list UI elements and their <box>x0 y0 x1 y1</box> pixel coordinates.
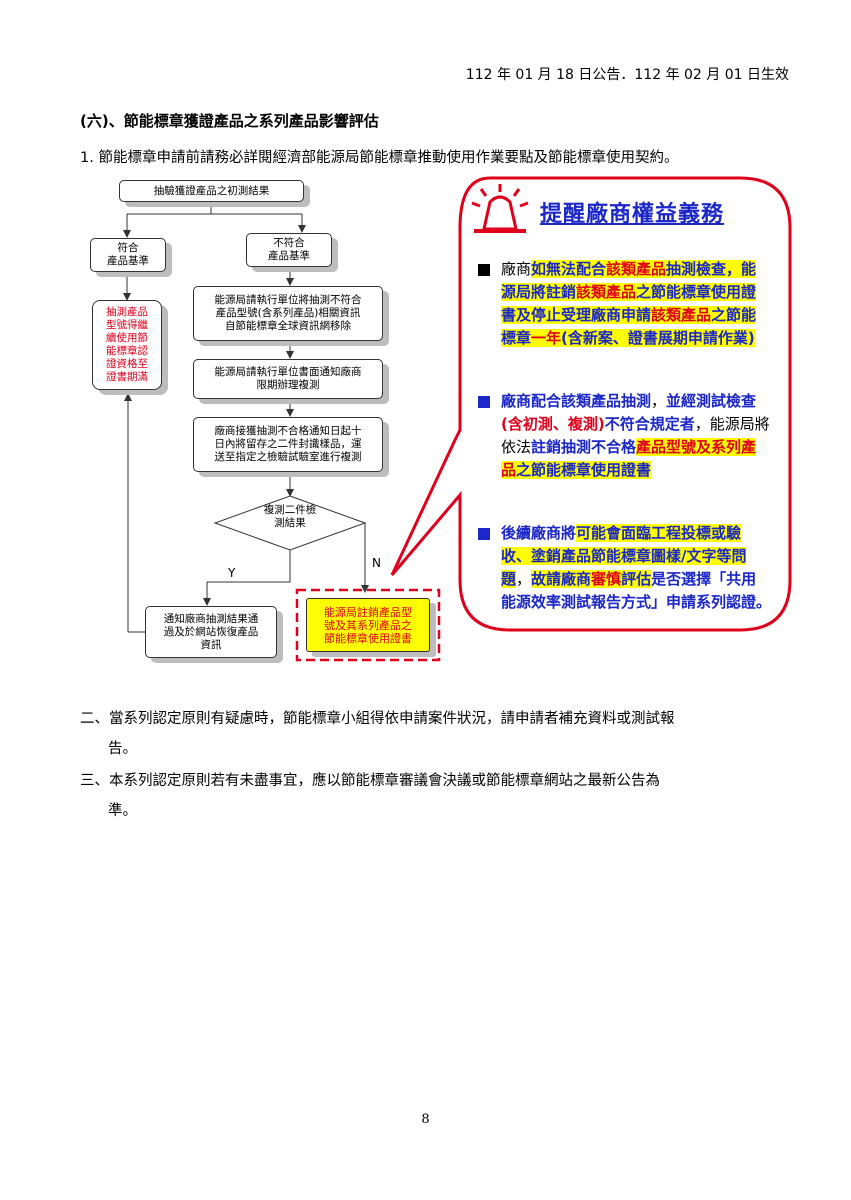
flow-decision-line-2: 測結果 <box>274 517 306 529</box>
b1-text-9: 一年 <box>531 329 562 347</box>
flow-continue-line-1: 抽測產品 <box>106 306 148 318</box>
page-number: 8 <box>421 1112 430 1127</box>
flow-continue-line-5: 證資格至 <box>106 358 148 370</box>
item-2-line-1: 二、當系列認定原則有疑慮時，節能標章小組得依申請案件狀況，請申請者補充資料或測試… <box>80 711 675 727</box>
flow-continue-line-2: 型號得繼 <box>106 319 148 331</box>
flow-start-box: 抽驗獲證產品之初測結果 <box>119 180 304 202</box>
flow-fail-box: 不符合 產品基準 <box>246 233 332 267</box>
flow-remove-line-1: 能源局請執行單位將抽測不符合 <box>214 294 362 306</box>
flow-retest-line-3: 送至指定之檢驗試驗室進行複測 <box>214 451 362 463</box>
item-3-line-2: 準。 <box>108 803 137 819</box>
flow-retest-box: 廠商接獲抽測不合格通知日起十 日內將留存之二件封識樣品，運 送至指定之檢驗試驗室… <box>193 417 383 472</box>
flow-retest-line-1: 廠商接獲抽測不合格通知日起十 <box>214 425 362 437</box>
bullet-square-icon <box>478 264 490 276</box>
flow-remove-line-3: 自節能標章全球資訊網移除 <box>225 320 351 332</box>
b3-text-1: 後續廠商將 <box>501 524 577 542</box>
flow-restore-line-2: 過及於網站恢復產品 <box>163 625 259 638</box>
section-title: (六)、節能標章獲證產品之系列產品影響評估 <box>80 112 379 130</box>
b1-text-7: 該類產品 <box>651 306 712 324</box>
flow-revoke-line-2: 號及其系列產品之 <box>324 618 412 632</box>
flow-remove-box: 能源局請執行單位將抽測不符合 產品型號(含系列產品)相關資訊 自節能標章全球資訊… <box>193 286 383 341</box>
b2-text-6: ，能源局將依法 <box>501 415 770 456</box>
flow-fail-label-2: 產品基準 <box>268 250 310 262</box>
flow-start-label: 抽驗獲證產品之初測結果 <box>153 184 270 197</box>
callout-title: 提醒廠商權益義務 <box>540 202 725 227</box>
callout-bullet-3: 後續廠商將可能會面臨工程投標或驗收、塗銷產品節能標章圖樣/文字等問題，故請廠商審… <box>501 522 771 614</box>
b3-text-4: 故請廠商 <box>531 570 592 588</box>
alarm-light-icon <box>471 184 529 233</box>
b1-text-5: 該類產品 <box>576 283 637 301</box>
flow-yes-label: Y <box>228 566 236 580</box>
revoke-highlight-frame <box>295 588 441 662</box>
b3-text-5: 審慎 <box>591 570 622 588</box>
bullet-square-icon <box>478 396 490 408</box>
flow-decision-label: 複測二件檢 測結果 <box>240 504 340 530</box>
flow-restore-line-1: 通知廠商抽測結果通 <box>163 612 259 625</box>
flow-notify-line-1: 能源局請執行單位書面通知廠商 <box>214 366 362 378</box>
decision-diamond <box>213 495 367 551</box>
flow-pass-box: 符合 產品基準 <box>90 238 166 272</box>
flow-pass-label-2: 產品基準 <box>107 255 149 267</box>
flow-pass-label-1: 符合 <box>117 242 139 254</box>
flow-continue-box: 抽測產品 型號得繼 續使用節 能標章認 證資格至 證書期滿 <box>92 300 162 390</box>
b2-text-5: 不符合規定者 <box>604 415 695 433</box>
b1-text-3: 該類產品 <box>606 260 667 278</box>
flow-continue-line-3: 續使用節 <box>106 332 148 344</box>
b1-text-10: (含新案、證書展期申請作業) <box>561 329 755 347</box>
flow-revoke-line-1: 能源局註銷產品型 <box>324 605 412 619</box>
flow-revoke-line-3: 節能標章使用證書 <box>324 631 412 645</box>
flow-restore-box: 通知廠商抽測結果通 過及於網站恢復產品 資訊 <box>145 606 277 658</box>
b3-text-3: ， <box>516 570 532 588</box>
b1-text-2: 如無法配合 <box>531 260 607 278</box>
flow-remove-line-2: 產品型號(含系列產品)相關資訊 <box>215 307 361 319</box>
item-2-line-2: 告。 <box>108 741 137 757</box>
flow-no-label: N <box>372 556 381 570</box>
b2-text-3: 並經測試檢查 <box>666 392 757 410</box>
b2-text-9: 之節能標章使用證書 <box>516 461 652 479</box>
flow-notify-line-2: 限期辦理複測 <box>256 379 320 391</box>
flow-continue-line-4: 能標章認 <box>106 345 148 357</box>
bullet-square-icon <box>478 528 490 540</box>
b2-text-4: (含初測、複測) <box>501 415 605 433</box>
flow-decision-line-1: 複測二件檢 <box>263 504 317 516</box>
flow-revoke-box: 能源局註銷產品型 號及其系列產品之 節能標章使用證書 <box>306 598 430 652</box>
b3-text-7: 是否選擇「共用能源效率測試報告方式」申請系列認證。 <box>501 570 772 611</box>
header-note: 112 年 01 月 18 日公告．112 年 02 月 01 日生效 <box>465 67 789 83</box>
callout-bullet-1: 廠商如無法配合該類產品抽測檢查，能源局將註銷該類產品之節能標章使用證書及停止受理… <box>501 258 771 350</box>
b2-text-7: 註銷抽測不合格 <box>531 438 637 456</box>
b2-text-2: ， <box>651 392 667 410</box>
flow-restore-line-3: 資訊 <box>200 638 222 651</box>
flow-retest-line-2: 日內將留存之二件封識樣品，運 <box>214 438 362 450</box>
item-1: 1. 節能標章申請前請務必詳閱經濟部能源局節能標章推動使用作業要點及節能標章使用… <box>80 150 679 166</box>
b2-text-1: 廠商配合該類產品抽測 <box>501 392 652 410</box>
flow-continue-line-6: 證書期滿 <box>106 371 148 383</box>
flow-fail-label-1: 不符合 <box>273 237 305 249</box>
b1-text-1: 廠商 <box>501 260 532 278</box>
b3-text-6: 評估 <box>621 570 652 588</box>
flow-notify-box: 能源局請執行單位書面通知廠商 限期辦理複測 <box>193 359 383 399</box>
item-3-line-1: 三、本系列認定原則若有未盡事宜，應以節能標章審議會決議或節能標章網站之最新公告為 <box>80 773 660 789</box>
callout-bullet-2: 廠商配合該類產品抽測，並經測試檢查 (含初測、複測)不符合規定者，能源局將依法註銷… <box>501 390 771 482</box>
